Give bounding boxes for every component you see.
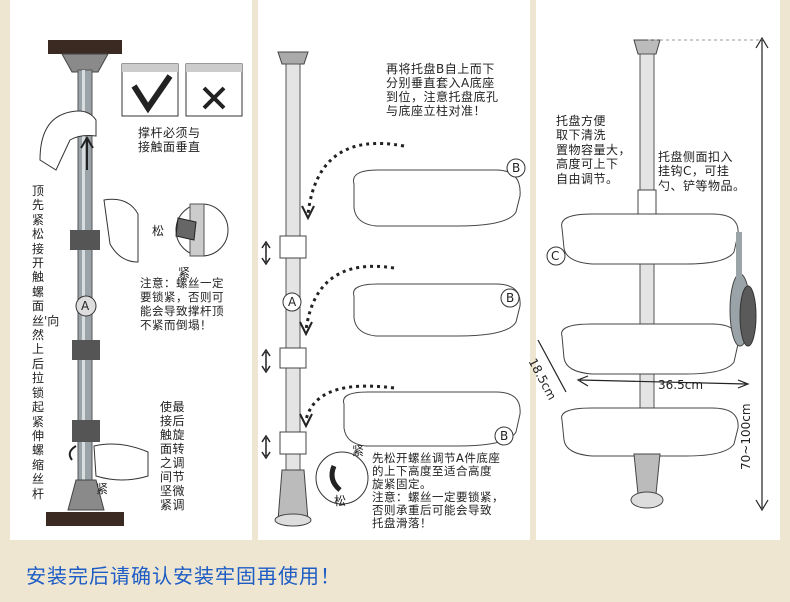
tighten-label: 紧 (178, 266, 191, 280)
tray-feature-note: 托盘方便 取下清洗 置物容量大， 高度可上下 自由调节。 (556, 114, 632, 186)
fine-tune-note: 使最 接后 触旋 面转 之调 间节 坚微 紧调 (160, 400, 186, 512)
pole-label-a: A (81, 299, 90, 313)
loosen-instruction: 顶先紧松接开触螺面丝'向然上后拉锁起紧伸螺缩丝杆 (32, 184, 60, 501)
width-dimension: 36.5cm (658, 378, 704, 392)
panel-tray-installation: 再将托盘B自上而下 分别垂直套入A底座 到位，注意托盘底孔 与底座立柱对准！ B… (258, 0, 530, 540)
perpendicular-note: 撑杆必须与 接触面垂直 (138, 126, 201, 154)
warning-note: 注意：螺丝一定 要锁紧，否则可 能会导致撑杆顶 不紧而倒塌！ (140, 276, 224, 332)
hook-feature-note: 托盘侧面扣入 挂钩C，可挂 勺、铲等物品。 (658, 150, 746, 193)
tray-installation-illustration (261, 51, 526, 527)
height-dimension: 70~100cm (739, 403, 753, 470)
tray-label-b-2: B (506, 291, 515, 305)
hook-label-c: C (551, 249, 560, 263)
tray-label-b-3: B (500, 429, 509, 443)
tray-label-b-1: B (512, 161, 521, 175)
tray-install-note: 再将托盘B自上而下 分别垂直套入A底座 到位，注意托盘底孔 与底座立柱对准！ (386, 62, 499, 118)
loosen-label: 松 (152, 224, 165, 238)
loosen-label: 松 (334, 494, 347, 508)
dimensions-illustration (537, 36, 769, 512)
pole-label-a: A (288, 295, 297, 309)
height-adjust-note: 先松开螺丝调节A件底座 的上下高度至适合高度 旋紧固定。 注意：螺丝一定要锁紧，… (372, 451, 504, 530)
panel-dimensions: 托盘方便 取下清洗 置物容量大， 高度可上下 自由调节。 托盘侧面扣入 挂钩C，… (526, 0, 780, 540)
tighten-label: 紧 (352, 444, 365, 458)
bottom-tighten-label: 紧 (96, 482, 109, 496)
panel-pole-installation: 撑杆必须与 接触面垂直 顶先紧松接开触螺面丝'向然上后拉锁起紧伸螺缩丝杆 松 紧… (10, 0, 252, 540)
pole-installation-illustration (39, 40, 243, 526)
footer-bar: 安装完后请确认安装牢固再使用！ (0, 540, 790, 602)
safety-warning: 安装完后请确认安装牢固再使用！ (26, 564, 341, 588)
